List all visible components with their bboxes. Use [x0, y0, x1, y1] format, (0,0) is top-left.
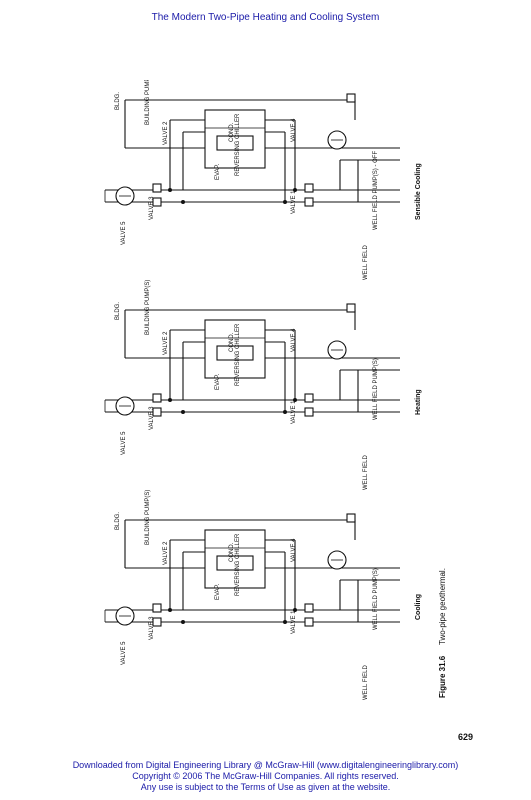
label-bldg-3: BLDG.: [115, 512, 121, 530]
label-well-field-pumps-3: WELL FIELD PUMP(S): [373, 568, 379, 630]
label-well-field-3: WELL FIELD: [363, 665, 369, 700]
label-well-field-1: WELL FIELD: [363, 245, 369, 280]
label-valve-2-2: VALVE 2: [163, 331, 169, 355]
label-chiller-3: REVERSING CHILLER: [235, 533, 241, 596]
page-number: 629: [457, 732, 473, 742]
label-valve-4-2: VALVE 4: [291, 328, 297, 352]
label-cond-3: COND.: [229, 542, 235, 562]
label-bldg-2: BLDG.: [115, 302, 121, 320]
label-building-pumps-2: BUILDING PUMP(S): [145, 280, 151, 335]
label-evap-3: EVAP.: [215, 583, 221, 600]
label-bldg-1: BLDG.: [115, 92, 121, 110]
label-valve-3-1: VALVE 3: [149, 196, 155, 220]
label-valve-1-2: VALVE 1: [291, 400, 297, 424]
label-valve-4-3: VALVE 4: [291, 538, 297, 562]
label-cond-2: COND.: [229, 332, 235, 352]
label-building-pumps-1: BUILDING PUMP(S): [145, 80, 151, 125]
figure-two-pipe-geothermal: BLDG. BUILDING PUMP(S) VALVE 2 VALVE 3 V…: [95, 80, 485, 720]
label-chiller-2: REVERSING CHILLER: [235, 323, 241, 386]
footer-line-2: Copyright © 2006 The McGraw-Hill Compani…: [132, 771, 399, 781]
label-valve-5-1: VALVE 5: [121, 221, 127, 245]
label-valve-3-2: VALVE 3: [149, 406, 155, 430]
label-valve-2-1: VALVE 2: [163, 121, 169, 145]
running-head: The Modern Two-Pipe Heating and Cooling …: [151, 12, 380, 23]
label-evap-1: EVAP.: [215, 163, 221, 180]
label-well-field-pumps-off: WELL FIELD PUMP(S) - OFF: [373, 151, 379, 230]
figure-caption-number: Figure 31.6: [438, 655, 447, 698]
label-valve-3-3: VALVE 3: [149, 616, 155, 640]
footer-line-3: Any use is subject to the Terms of Use a…: [140, 782, 391, 792]
footer-line-1: Downloaded from Digital Engineering Libr…: [72, 760, 459, 770]
label-valve-5-2: VALVE 5: [121, 431, 127, 455]
label-valve-2-3: VALVE 2: [163, 541, 169, 565]
figure-caption-text: Two-pipe geothermal.: [438, 568, 447, 645]
label-well-field-2: WELL FIELD: [363, 455, 369, 490]
mode-heating: Heating: [415, 389, 422, 415]
label-cond-1: COND.: [229, 122, 235, 142]
mode-sensible-cooling: Sensible Cooling: [415, 163, 422, 220]
mode-cooling: Cooling: [415, 594, 422, 620]
label-valve-1-3: VALVE 1: [291, 610, 297, 634]
label-valve-1-1: VALVE 1: [291, 190, 297, 214]
figure-drawing: BLDG. BUILDING PUMP(S) VALVE 2 VALVE 3 V…: [104, 80, 447, 700]
label-evap-2: EVAP.: [215, 373, 221, 390]
label-chiller-1: REVERSING CHILLER: [235, 113, 241, 176]
label-valve-5-3: VALVE 5: [121, 641, 127, 665]
footer: Downloaded from Digital Engineering Libr…: [0, 760, 531, 793]
label-valve-4-1: VALVE 4: [291, 118, 297, 142]
label-well-field-pumps-2: WELL FIELD PUMP(S): [373, 358, 379, 420]
label-building-pumps-3: BUILDING PUMP(S): [145, 490, 151, 545]
